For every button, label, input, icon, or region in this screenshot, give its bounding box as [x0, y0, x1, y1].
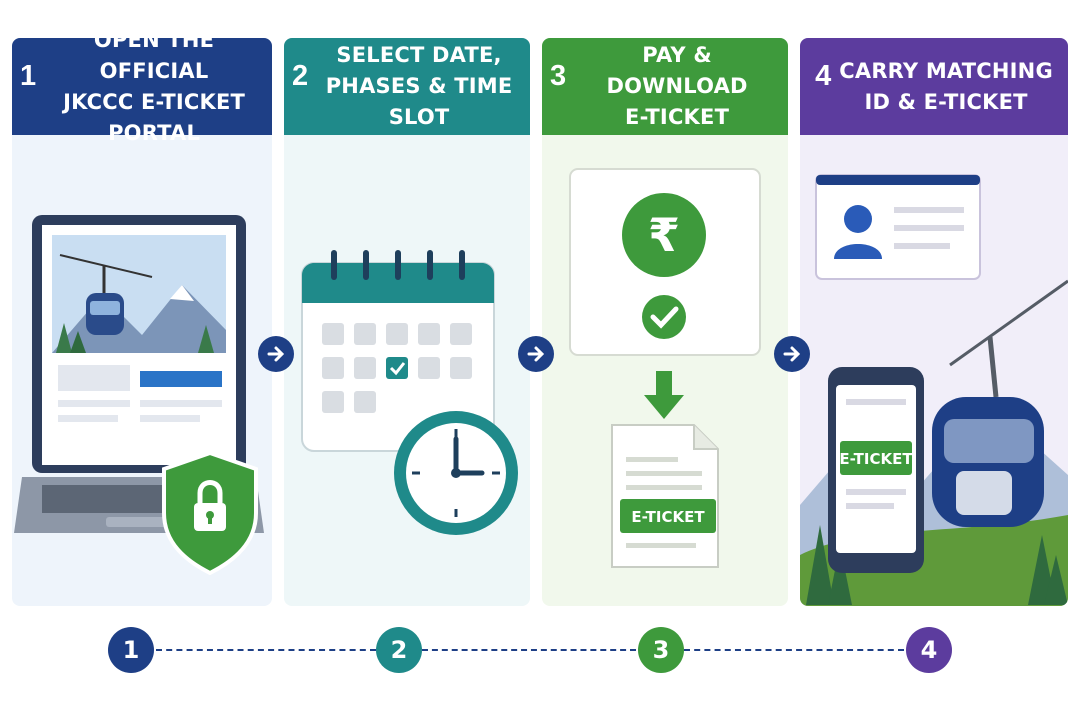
step-header-4: 4 CARRY MATCHING ID & E-TICKET: [800, 38, 1068, 135]
svg-text:E-TICKET: E-TICKET: [631, 508, 705, 526]
timeline-step-3: 3: [638, 627, 684, 673]
arrow-right-icon: [774, 336, 810, 372]
timeline-connector: [684, 649, 904, 651]
step-illustration-1: [12, 135, 272, 606]
step-title-1: OPEN THE OFFICIAL JKCCC E-TICKET PORTAL: [63, 38, 246, 145]
step-header-1: 1 OPEN THE OFFICIAL JKCCC E-TICKET PORTA…: [12, 38, 272, 145]
rupee-coin-icon: ₹: [622, 193, 706, 277]
id-card-icon: [815, 174, 981, 280]
step-card-1: 1 OPEN THE OFFICIAL JKCCC E-TICKET PORTA…: [12, 38, 272, 606]
checkmark-icon: [642, 295, 686, 339]
step-number-1: 1: [20, 60, 37, 92]
timeline-step-1: 1: [108, 627, 154, 673]
step-card-3: 3 PAY & DOWNLOAD E-TICKET ₹: [542, 38, 788, 606]
gondola-icon: [86, 266, 124, 335]
step-title-2: SELECT DATE, PHASES & TIME SLOT: [325, 43, 513, 129]
arrow-right-icon: [258, 336, 294, 372]
laptop-icon: [14, 215, 264, 576]
timeline-connector: [156, 649, 376, 651]
step-header-2: 2 SELECT DATE, PHASES & TIME SLOT: [284, 38, 530, 135]
shield-lock-icon: [162, 450, 258, 576]
timeline-connector: [422, 649, 636, 651]
step-card-4: 4 CARRY MATCHING ID & E-TICKET: [800, 38, 1068, 606]
step-number-2: 2: [292, 60, 309, 92]
step-illustration-2: [284, 135, 530, 606]
svg-text:E-TICKET: E-TICKET: [839, 450, 913, 468]
step-card-2: 2 SELECT DATE, PHASES & TIME SLOT: [284, 38, 530, 606]
arrow-right-icon: [518, 336, 554, 372]
calendar-icon: [301, 250, 518, 535]
svg-text:₹: ₹: [648, 208, 680, 262]
step-title-4: CARRY MATCHING ID & E-TICKET: [839, 58, 1053, 114]
ticket-document-icon: E-TICKET: [611, 424, 719, 568]
step-illustration-3: ₹ E-TICKET: [542, 135, 788, 606]
download-arrow-icon: [644, 371, 684, 419]
clock-icon: [394, 411, 518, 535]
step-number-3: 3: [550, 60, 567, 92]
timeline-step-4: 4: [906, 627, 952, 673]
step-title-3: PAY & DOWNLOAD E-TICKET: [606, 43, 748, 129]
smartphone-icon: E-TICKET: [828, 367, 924, 573]
step-header-3: 3 PAY & DOWNLOAD E-TICKET: [542, 38, 788, 135]
step-number-4: 4: [815, 60, 832, 92]
timeline-step-2: 2: [376, 627, 422, 673]
step-illustration-4: E-TICKET: [800, 135, 1068, 606]
gondola-icon: [932, 336, 1044, 527]
